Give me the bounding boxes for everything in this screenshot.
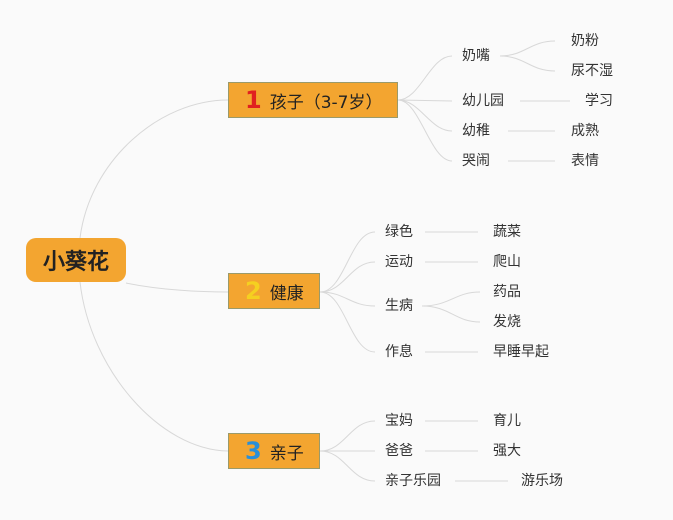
topic-early-sleep[interactable]: 早睡早起 <box>493 344 549 360</box>
topic-green[interactable]: 绿色 <box>385 224 413 240</box>
root-node[interactable]: 小葵花 <box>26 238 126 282</box>
topic-sick[interactable]: 生病 <box>385 298 413 314</box>
topic-family-park[interactable]: 亲子乐园 <box>385 473 441 489</box>
topic-diapers[interactable]: 尿不湿 <box>571 63 613 79</box>
topic-medicine[interactable]: 药品 <box>493 284 521 300</box>
topic-dad[interactable]: 爸爸 <box>385 443 413 459</box>
branch-label: 孩子（3-7岁） <box>269 92 383 113</box>
topic-crying[interactable]: 哭闹 <box>462 153 490 169</box>
topic-vegetables[interactable]: 蔬菜 <box>493 224 521 240</box>
topic-milk-powder[interactable]: 奶粉 <box>571 33 599 49</box>
branch-node-children[interactable]: 1 孩子（3-7岁） <box>228 82 398 118</box>
branch-node-parenting[interactable]: 3 亲子 <box>228 433 320 469</box>
topic-fever[interactable]: 发烧 <box>493 314 521 330</box>
topic-exercise[interactable]: 运动 <box>385 254 413 270</box>
number-3-badge: 3 <box>245 437 262 465</box>
number-2-badge: 2 <box>245 277 262 305</box>
number-1-badge: 1 <box>245 86 262 114</box>
topic-routine[interactable]: 作息 <box>385 344 413 360</box>
topic-mom[interactable]: 宝妈 <box>385 413 413 429</box>
topic-strong[interactable]: 强大 <box>493 443 521 459</box>
branch-label: 亲子 <box>269 443 304 464</box>
topic-mature[interactable]: 成熟 <box>571 123 599 139</box>
topic-expression[interactable]: 表情 <box>571 153 599 169</box>
topic-pacifier[interactable]: 奶嘴 <box>462 48 490 64</box>
topic-kindergarten[interactable]: 幼儿园 <box>462 93 504 109</box>
branch-node-health[interactable]: 2 健康 <box>228 273 320 309</box>
topic-hiking[interactable]: 爬山 <box>493 254 521 270</box>
topic-study[interactable]: 学习 <box>585 93 613 109</box>
branch-label: 健康 <box>269 283 304 304</box>
topic-childish[interactable]: 幼稚 <box>462 123 490 139</box>
topic-playground[interactable]: 游乐场 <box>521 473 563 489</box>
topic-parenting[interactable]: 育儿 <box>493 413 521 429</box>
